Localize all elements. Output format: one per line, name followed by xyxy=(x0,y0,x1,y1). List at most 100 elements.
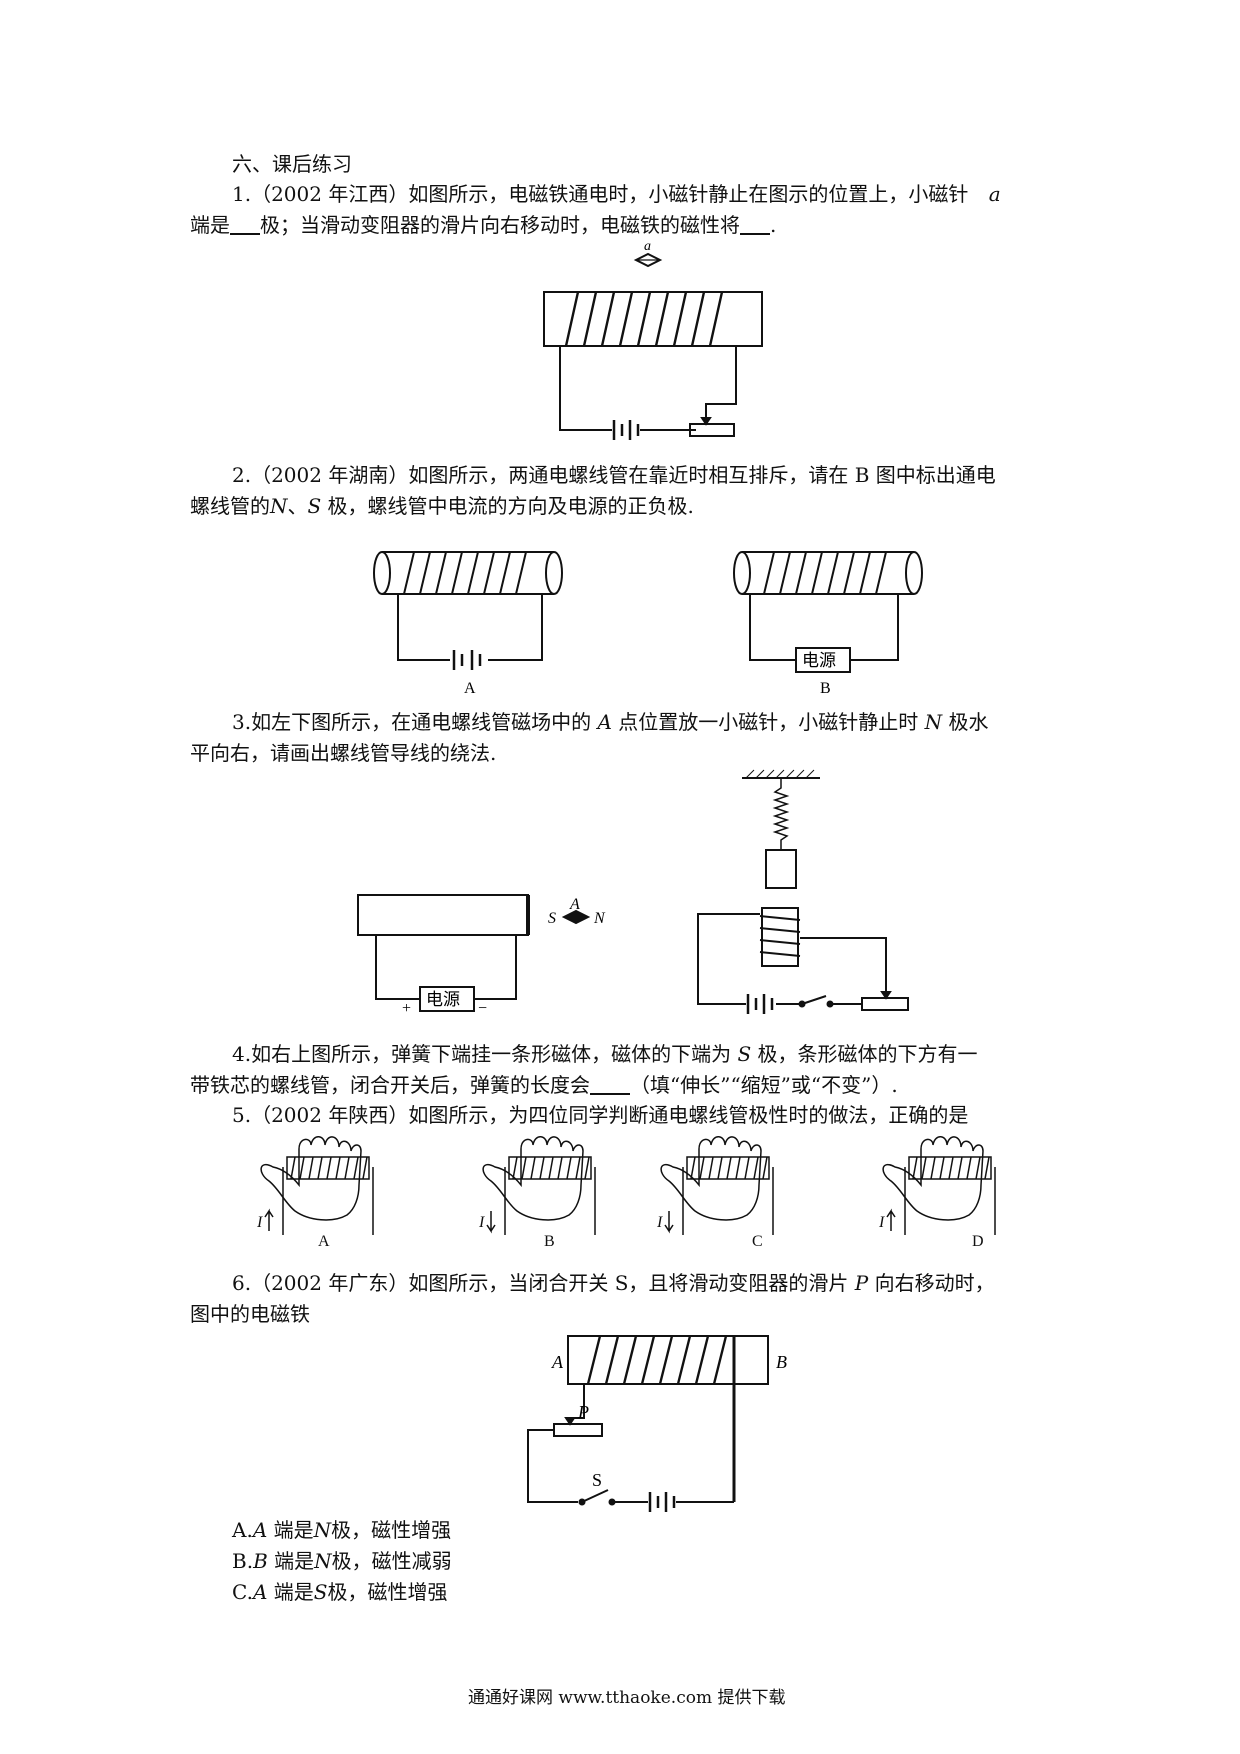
rheostat xyxy=(690,424,734,436)
slider-arrow-icon xyxy=(882,992,890,998)
current-label: I xyxy=(656,1214,663,1231)
q6-text1b: 向右移动时， xyxy=(874,1271,995,1295)
q6-electromagnet-figure: A B P S xyxy=(548,1330,787,1512)
minus-sign: − xyxy=(478,1000,487,1017)
fig-label-b: B xyxy=(820,680,831,697)
wire xyxy=(398,594,450,660)
section-title: 六、课后练习 xyxy=(232,152,352,176)
arrow-up-icon xyxy=(887,1211,895,1231)
needle-label: a xyxy=(644,239,651,254)
current-label: I xyxy=(478,1214,485,1231)
q2-text2a: 螺线管的 xyxy=(190,494,270,518)
wire xyxy=(706,346,736,418)
bar-magnet xyxy=(766,850,796,888)
q6-line1: 6.（2002 年广东）如图所示，当闭合开关 S，且将滑动变阻器的滑片 P 向右… xyxy=(232,1269,995,1297)
q6-option-b[interactable]: B.B 端是N极，磁性减弱 xyxy=(232,1547,452,1575)
option-end: 极，磁性增强 xyxy=(331,1518,452,1542)
switch-s-label: S xyxy=(592,1470,602,1490)
solenoid xyxy=(909,1157,991,1179)
coil-winding xyxy=(588,1336,726,1384)
option-pole: N xyxy=(314,1549,332,1573)
solenoid-core xyxy=(762,908,798,966)
q4-text2b: （填“伸长”“缩短”或“不变”）. xyxy=(630,1073,898,1097)
q5-label-a: A xyxy=(318,1233,330,1250)
q4-text1b: 极，条形磁体的下方有一 xyxy=(757,1042,978,1066)
q1-text2b: 极；当滑动变阻器的滑片向右移动时，电磁铁的磁性将 xyxy=(260,213,740,237)
wire xyxy=(528,1430,578,1502)
q3-text1a: 3.如左下图所示，在通电螺线管磁场中的 xyxy=(232,710,592,734)
option-var: A xyxy=(252,1580,268,1604)
q3-var-a: A xyxy=(597,710,612,734)
option-var: B xyxy=(253,1549,268,1573)
q1-blank-pole[interactable] xyxy=(230,213,260,235)
q2-figure-a: A xyxy=(368,548,568,697)
q1-text-end: . xyxy=(770,213,777,237)
q6-option-c[interactable]: C.A 端是S极，磁性增强 xyxy=(232,1578,447,1606)
q6-text1a: 6.（2002 年广东）如图所示，当闭合开关 S，且将滑动变阻器的滑片 xyxy=(232,1271,849,1295)
wire xyxy=(850,594,898,660)
power-label: 电源 xyxy=(426,990,460,1010)
battery-icon xyxy=(454,650,480,670)
q5-label-c: C xyxy=(752,1233,763,1250)
slider-p-label: P xyxy=(577,1402,589,1422)
q4-spring-figure xyxy=(690,770,920,1020)
wire xyxy=(560,346,612,430)
q4-line1: 4.如右上图所示，弹簧下端挂一条形磁体，磁体的下端为 S 极，条形磁体的下方有一 xyxy=(232,1040,978,1068)
coil-winding xyxy=(764,552,886,594)
q3-line1: 3.如左下图所示，在通电螺线管磁场中的 A 点位置放一小磁针，小磁针静止时 N … xyxy=(232,708,988,736)
q1-line2: 端是极；当滑动变阻器的滑片向右移动时，电磁铁的磁性将. xyxy=(190,211,776,239)
option-letter: C. xyxy=(232,1580,253,1604)
battery-icon xyxy=(748,994,772,1014)
q1-electromagnet-figure: a xyxy=(530,239,790,440)
power-source-box xyxy=(420,987,474,1011)
q3-line2: 平向右，请画出螺线管导线的绕法. xyxy=(190,741,497,765)
q2-var-s: S xyxy=(307,494,322,518)
arrow-down-icon xyxy=(487,1211,495,1231)
q3-text1c: 极水 xyxy=(948,710,989,734)
wire xyxy=(698,914,760,1004)
option-mid: 端是 xyxy=(274,1549,315,1573)
spring xyxy=(775,778,787,850)
hand-icon: I xyxy=(256,1137,373,1235)
q3-var-n: N xyxy=(924,710,943,734)
option-var: A xyxy=(252,1518,268,1542)
iron-core xyxy=(568,1336,768,1384)
option-letter: A. xyxy=(232,1518,253,1542)
q6-line2: 图中的电磁铁 xyxy=(190,1302,310,1326)
option-mid: 端是 xyxy=(273,1580,314,1604)
q4-line2: 带铁芯的螺线管，闭合开关后，弹簧的长度会（填“伸长”“缩短”或“不变”）. xyxy=(190,1071,898,1099)
end-b-label: B xyxy=(776,1352,787,1372)
option-end: 极，磁性减弱 xyxy=(331,1549,452,1573)
wire xyxy=(800,938,886,992)
q1-blank-magnetism[interactable] xyxy=(740,213,770,235)
wire xyxy=(750,594,796,660)
q1-var-a: a xyxy=(988,182,1001,206)
option-pole: S xyxy=(313,1580,328,1604)
power-source-box xyxy=(796,648,850,672)
iron-core xyxy=(544,292,762,346)
arrow-up-icon xyxy=(265,1211,273,1231)
current-label: I xyxy=(256,1214,263,1231)
battery-icon xyxy=(650,1492,674,1512)
current-label: I xyxy=(878,1214,885,1231)
rheostat xyxy=(862,998,908,1010)
arrow-down-icon xyxy=(665,1211,673,1231)
q3-figure: 电源 + − A S N xyxy=(350,895,606,1017)
solenoid xyxy=(509,1157,591,1179)
power-label: 电源 xyxy=(802,651,836,671)
q5-label-d: D xyxy=(972,1233,984,1250)
solenoid xyxy=(287,1157,369,1179)
q4-blank[interactable] xyxy=(590,1073,630,1095)
slider-arrow-icon xyxy=(566,1418,574,1424)
plus-sign: + xyxy=(402,1000,411,1017)
switch-icon xyxy=(580,1490,615,1505)
switch-icon xyxy=(800,996,833,1007)
q5-line1: 5.（2002 年陕西）如图所示，为四位同学判断通电螺线管极性时的做法，正确的是 xyxy=(232,1103,969,1127)
battery-icon xyxy=(614,420,638,440)
q4-text1a: 4.如右上图所示，弹簧下端挂一条形磁体，磁体的下端为 xyxy=(232,1042,732,1066)
solenoid xyxy=(687,1157,769,1179)
end-a-label: A xyxy=(551,1352,564,1372)
q6-option-a[interactable]: A.A 端是N极，磁性增强 xyxy=(232,1516,451,1544)
q2-sep: 、 xyxy=(287,494,308,518)
